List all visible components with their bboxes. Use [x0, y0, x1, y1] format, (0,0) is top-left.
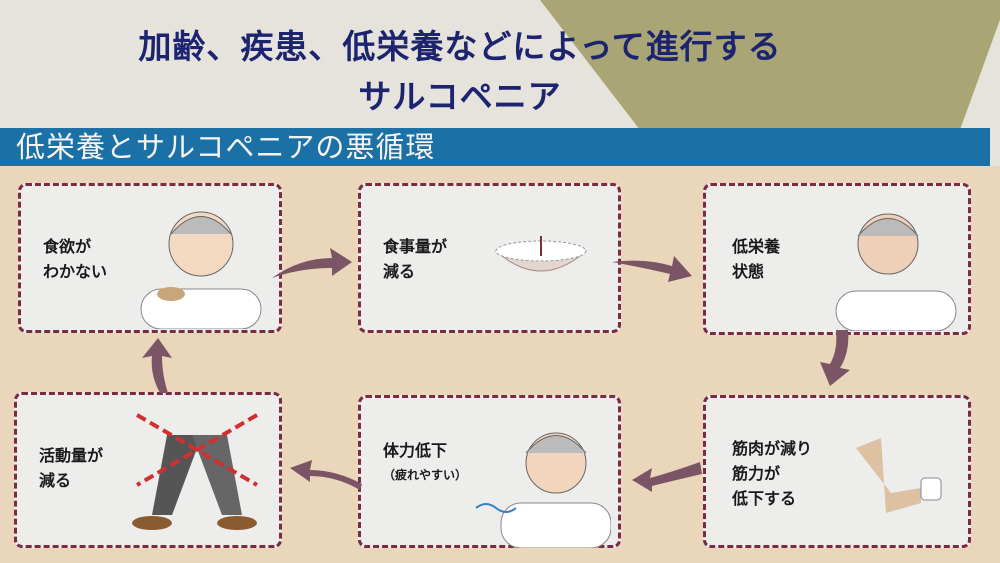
step-note: （疲れやすい） [383, 468, 468, 482]
step-stamina-decline: 体力低下 （疲れやすい） [358, 395, 621, 548]
step-label: 食事量が [383, 237, 448, 256]
step-malnutrition: 低栄養状態 [703, 183, 971, 335]
main-title-line1: 加齢、疾患、低栄養などによって進行する [138, 27, 782, 66]
step-label: 状態 [732, 262, 765, 281]
step-label: 低下する [732, 489, 797, 508]
step-muscle-loss: 筋肉が減り筋力が低下する [703, 395, 971, 548]
step-less-activity: 活動量が減る [14, 392, 282, 548]
step-less-food: 食事量が減る [358, 183, 621, 333]
step-label: 筋肉が減り [732, 439, 813, 458]
section-banner: 低栄養とサルコペニアの悪循環 [0, 128, 990, 166]
step-label: 減る [39, 471, 72, 490]
walking-legs-crossed-out-icon [132, 413, 259, 530]
exhausted-elderly-man-icon [475, 432, 611, 548]
main-title-line2: サルコペニア [358, 77, 562, 116]
rice-bowl-icon [494, 236, 588, 272]
tired-elderly-man-icon [835, 213, 957, 331]
step-label: 食欲が [43, 237, 92, 256]
step-appetite-loss: 食欲がわかない [18, 183, 282, 333]
weak-arm-icon [856, 438, 942, 513]
step-label: 減る [383, 262, 416, 281]
step-label: 活動量が [39, 446, 104, 465]
step-label: 体力低下 [383, 441, 448, 460]
step-label: わかない [43, 262, 108, 281]
elderly-man-eating-icon [140, 211, 262, 329]
step-label: 低栄養 [732, 237, 781, 256]
olive-triangle-decoration [540, 0, 1000, 130]
step-label: 筋力が [732, 464, 781, 483]
